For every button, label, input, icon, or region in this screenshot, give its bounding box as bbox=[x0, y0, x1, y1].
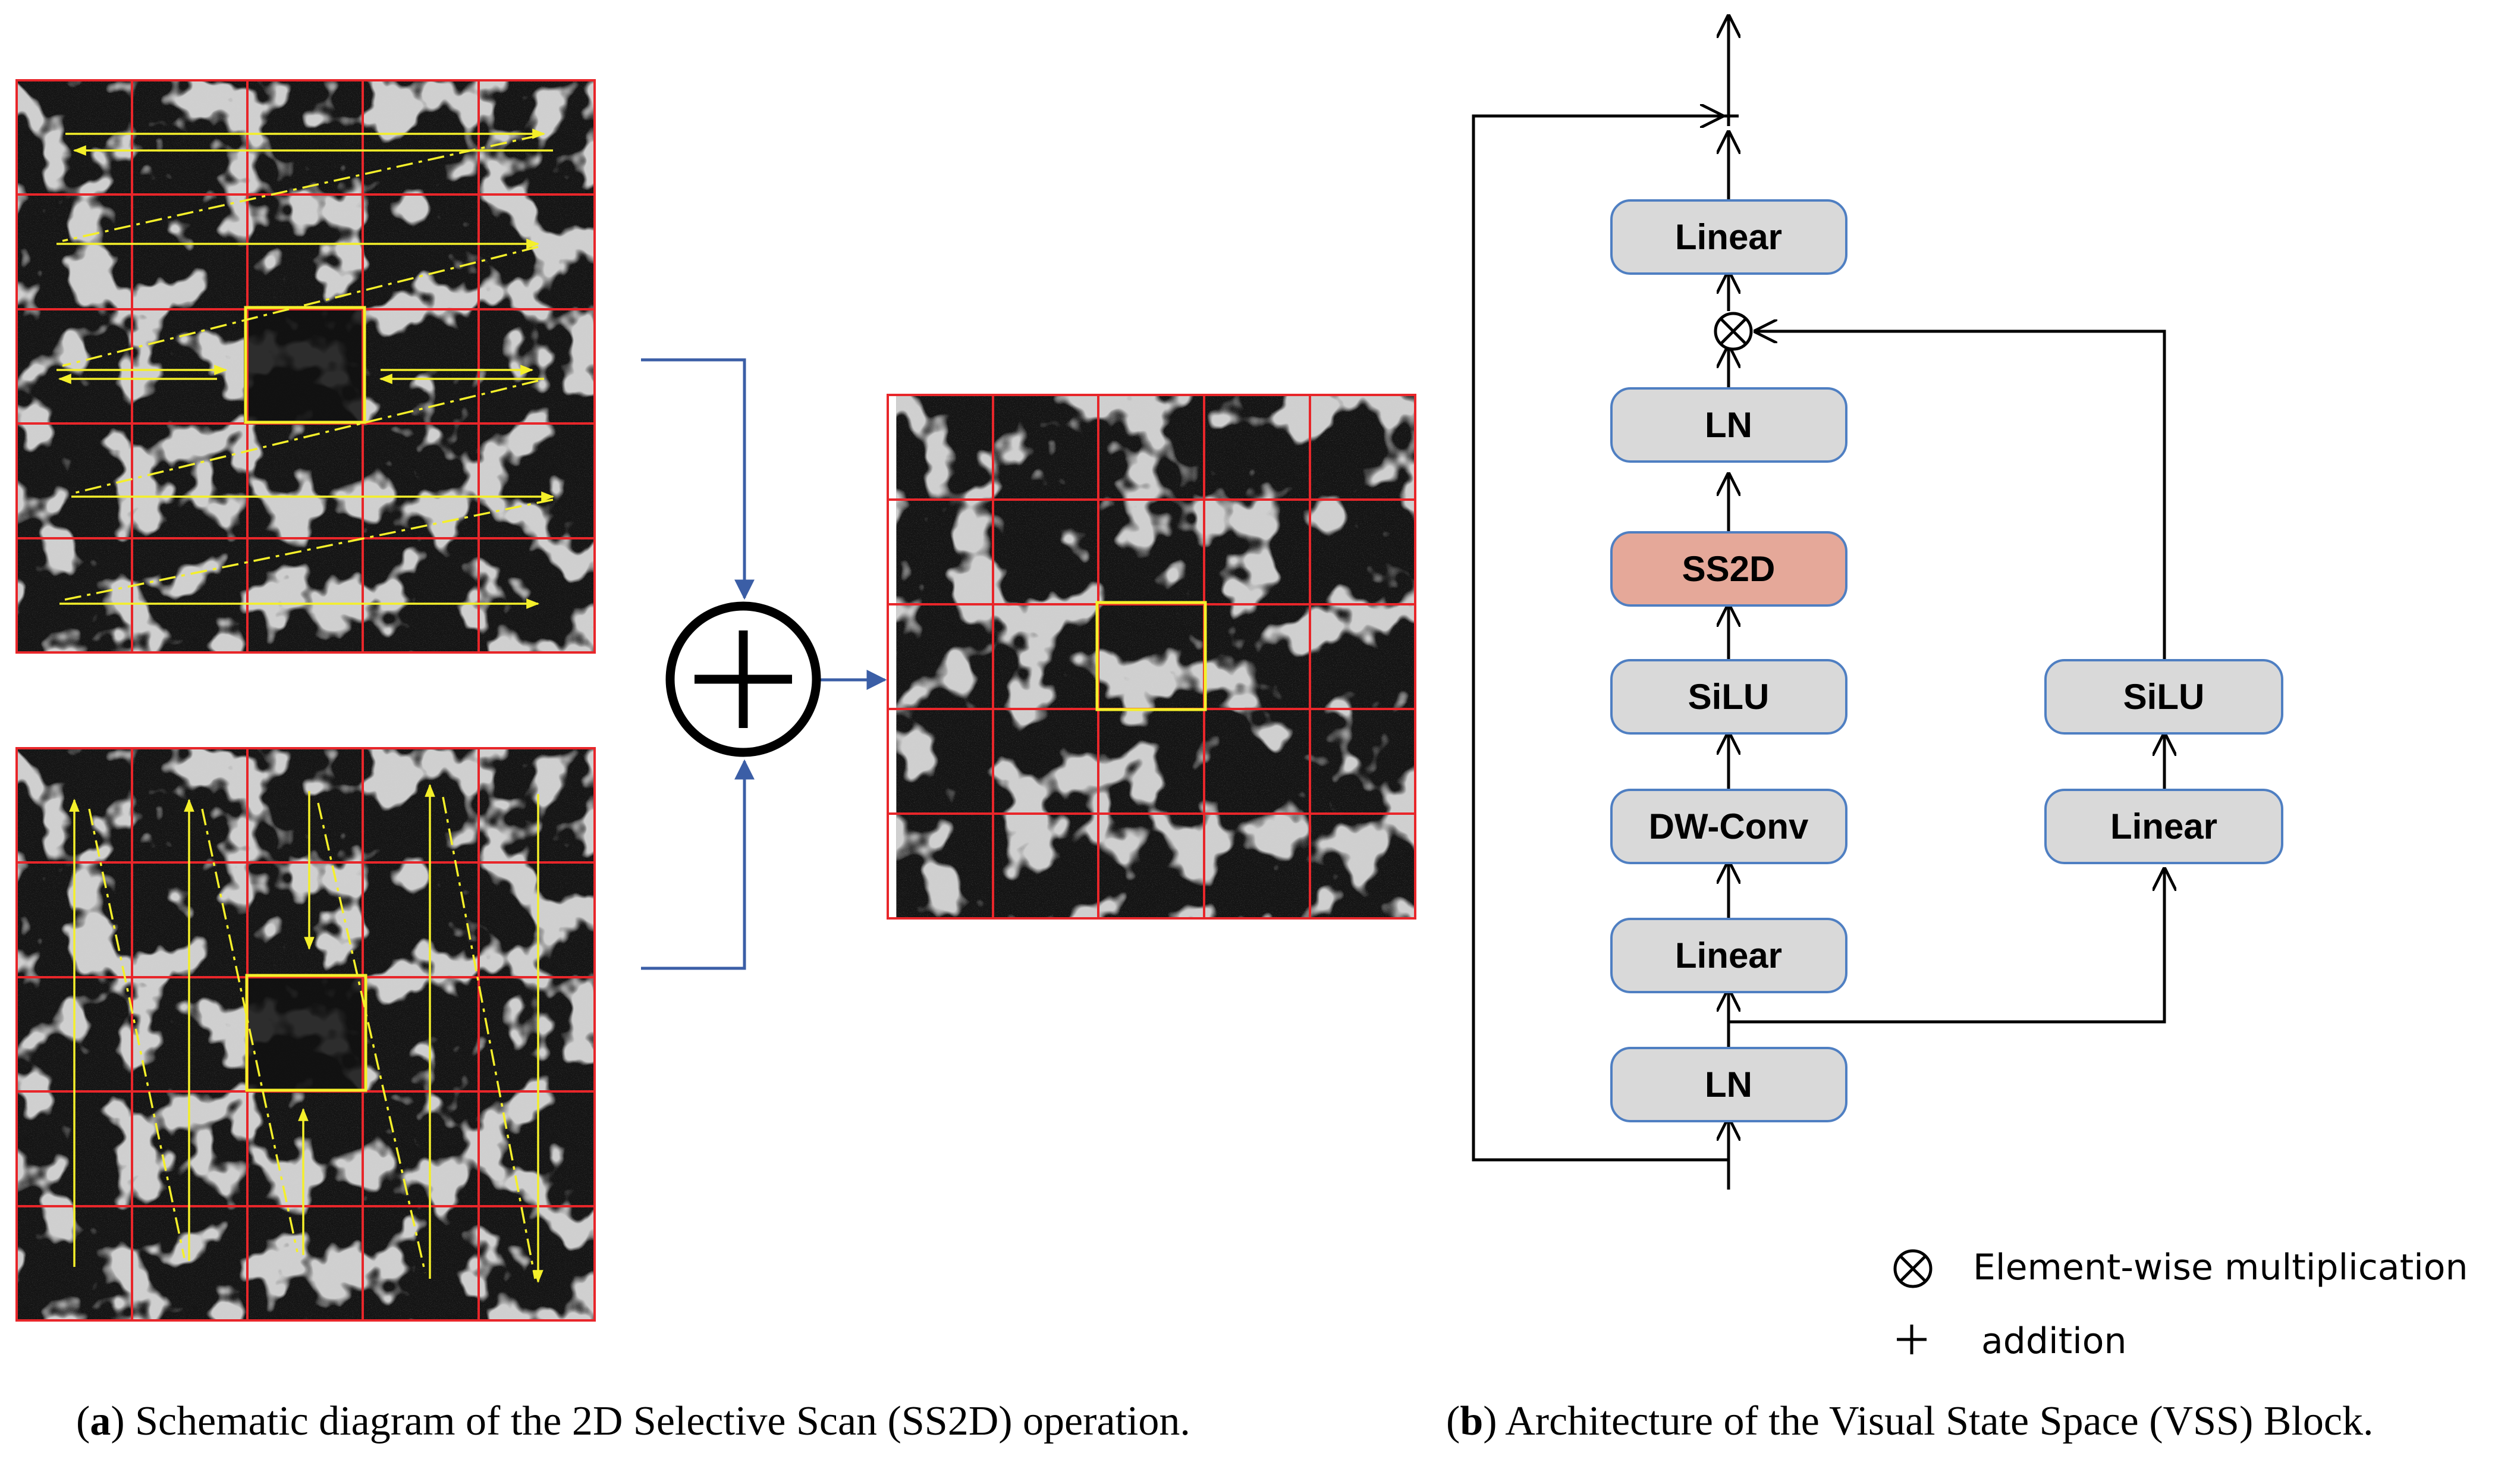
legend-multiply-icon bbox=[1893, 1249, 1933, 1288]
ss2d-block: SS2D bbox=[1610, 531, 1847, 607]
vss-caption-text: Architecture of the Visual State Space (… bbox=[1505, 1398, 2374, 1444]
ss2d-label: SS2D bbox=[1682, 549, 1776, 589]
scan-path-rows bbox=[56, 128, 555, 609]
scan-caption-text: Schematic diagram of the 2D Selective Sc… bbox=[135, 1398, 1190, 1444]
scan-grid-horizontal bbox=[15, 79, 596, 654]
linear-out-label: Linear bbox=[1675, 217, 1782, 257]
grid-lines bbox=[887, 394, 1416, 920]
silu-gate-label: SiLU bbox=[2123, 677, 2205, 717]
center-patch bbox=[1095, 601, 1207, 711]
multiply-icon bbox=[1714, 312, 1753, 351]
scan-caption: (a) Schematic diagram of the 2D Selectiv… bbox=[76, 1398, 1190, 1444]
linear-gate-block: Linear bbox=[2044, 789, 2283, 864]
scan-grid-vertical bbox=[15, 747, 596, 1322]
scan-path-returns bbox=[59, 134, 554, 602]
merge-sum-icon bbox=[665, 601, 821, 757]
linear-out-block: Linear bbox=[1610, 199, 1847, 275]
linear-in-block: Linear bbox=[1610, 918, 1847, 993]
ln-mid-block: LN bbox=[1610, 387, 1847, 463]
add-icon bbox=[1718, 106, 1739, 126]
scan-panel-label: a bbox=[90, 1398, 111, 1444]
scan-path-returns bbox=[88, 796, 536, 1279]
grid-lines bbox=[15, 79, 596, 654]
dwconv-label: DW-Conv bbox=[1649, 807, 1809, 846]
ln-in-label: LN bbox=[1705, 1065, 1752, 1105]
linear-in-label: Linear bbox=[1675, 936, 1782, 975]
merged-grid bbox=[887, 394, 1416, 920]
dwconv-block: DW-Conv bbox=[1610, 789, 1847, 864]
center-patch bbox=[244, 306, 366, 424]
vss-connectors bbox=[1472, 17, 2164, 1190]
vss-caption: (b) Architecture of the Visual State Spa… bbox=[1446, 1398, 2374, 1444]
grid-lines bbox=[15, 747, 596, 1322]
ln-in-block: LN bbox=[1610, 1047, 1847, 1122]
silu-main-label: SiLU bbox=[1688, 677, 1770, 717]
linear-gate-label: Linear bbox=[2110, 807, 2217, 846]
silu-gate-block: SiLU bbox=[2044, 659, 2283, 735]
legend-add-icon bbox=[1897, 1325, 1927, 1354]
merge-connectors bbox=[641, 358, 887, 970]
center-patch bbox=[245, 974, 367, 1092]
ln-mid-label: LN bbox=[1705, 405, 1752, 445]
vss-panel-label: b bbox=[1460, 1398, 1484, 1444]
legend-add-label: addition bbox=[1981, 1320, 2127, 1362]
legend-multiply-label: Element-wise multiplication bbox=[1973, 1247, 2468, 1288]
scan-path-columns bbox=[69, 783, 543, 1284]
silu-main-block: SiLU bbox=[1610, 659, 1847, 735]
